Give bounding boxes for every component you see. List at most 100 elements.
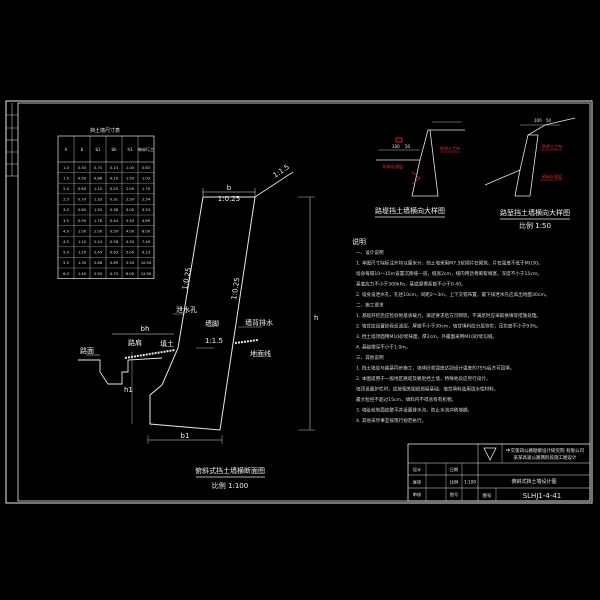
table-header: b	[81, 147, 84, 152]
note-line: 4. 其他未尽事宜按现行规范执行。	[356, 417, 426, 424]
table-cell: 1.78	[94, 219, 103, 223]
table-cell: 2.00	[126, 187, 135, 191]
red-note-1: 防渗土工布	[440, 145, 460, 151]
ground-hatch	[124, 339, 259, 359]
note-line: 3. 挡土墙顶面用M10砂浆抹面，厚2cm，外露面采用M10砂浆勾缝。	[356, 333, 497, 340]
table-cell: 0.31	[110, 198, 118, 202]
section-title: 俯斜式挡土墙横断面图	[195, 466, 265, 475]
table-cell: 1.50	[126, 176, 135, 180]
detail-right-dim2: 50	[546, 118, 552, 123]
dim-h-label: h	[314, 314, 318, 322]
title-block-cell: 图号	[450, 492, 458, 498]
table-cell: 2.23	[94, 240, 102, 244]
note-line: 墙顶设置护栏时，应按相关图纸预留基础，墙背填料选用透水性材料，	[356, 386, 498, 393]
drain-label: 泄水孔	[176, 305, 197, 314]
table-header: h1	[127, 147, 133, 152]
table-cell: 7.49	[142, 240, 151, 244]
table-cell: 0.13	[110, 166, 118, 170]
table-cell: 0.50	[78, 166, 87, 170]
drawing-label: 图号	[483, 493, 492, 499]
table-cell: 1.10	[94, 187, 103, 191]
table-cell: 5.50	[126, 261, 135, 265]
fill-slope-line	[254, 171, 294, 198]
detail-scale: 比例 1:50	[519, 221, 551, 230]
wall-face	[161, 196, 204, 386]
table-cell: 3.53	[142, 208, 150, 212]
table-cell: 3.0	[63, 208, 69, 212]
note-line: 1. 本图尺寸除标注外均以厘米计，挡土墙采用M7.5浆砌片石砌筑，片石强度不低于…	[356, 260, 542, 267]
detail-left-title: 路堤挡土墙横向大样图	[375, 206, 445, 215]
note-line: 三、其他说明	[356, 354, 384, 361]
table-grid	[57, 135, 155, 279]
note-line: 2. 本图适用于一般地区路堤及路堑挡土墙，特殊地段应另行设计。	[356, 375, 490, 382]
company-logo-icon	[483, 447, 497, 461]
note-line: 1. 基础开挖后应检验地基承载力，满足要求后方可砌筑，不满足时应采取换填等措施处…	[356, 312, 541, 319]
table-cell: 0.63	[110, 251, 118, 255]
title-block-cell: 比例	[450, 479, 458, 486]
ratio-top-label: 1:0.25	[218, 195, 240, 203]
table-cell: 6.00	[126, 272, 135, 276]
road-label: 路面	[80, 346, 94, 355]
dim-h1-label: h1	[124, 386, 133, 394]
foot-label: 墙脚	[205, 319, 219, 328]
note-line: 二、施工要求	[356, 302, 384, 309]
table-cell: 0.38	[110, 208, 119, 212]
note-line: 4. 基础埋深不小于1.0m。	[356, 344, 410, 351]
table-cell: 0.19	[110, 176, 119, 180]
table-cell: 1.33	[94, 198, 102, 202]
note-line: 基底应力不小于300kPa，基底摩擦系数不小于0.40。	[356, 281, 466, 288]
fill-label: 填土	[160, 339, 174, 348]
table-cell: 1.40	[78, 272, 87, 276]
table-cell: 4.00	[126, 229, 135, 233]
table-cell: 1.03	[142, 176, 150, 180]
table-cell: 2.45	[94, 251, 102, 255]
table-cell: 4.5	[63, 240, 69, 244]
company-name: 中交第四公路勘察设计研究院 有限公司	[506, 447, 584, 454]
table-cell: 2.68	[94, 261, 103, 265]
road-shoulder-outline	[78, 357, 163, 385]
red-note-3: 防渗土工布	[542, 143, 562, 149]
table-cell: 0.44	[110, 219, 119, 223]
table-cell: 1.70	[142, 187, 151, 191]
table-cell: 0.50	[110, 229, 119, 233]
dim-bh-label: bh	[141, 325, 150, 333]
drawing-number: SLHJ1-4-41	[523, 492, 562, 500]
backfill-label: 墙背排水	[245, 318, 273, 327]
table-cell: 1.10	[78, 240, 87, 244]
red-note-4: 砂砾反滤层	[542, 173, 562, 179]
table-cell: 5.00	[126, 251, 135, 255]
binding-strip	[6, 103, 18, 177]
slope-ratio-label: 1:1.5	[272, 163, 291, 180]
table-cell: 1.00	[126, 166, 135, 170]
table-cell: 0.75	[94, 166, 102, 170]
ground-label: 地面线	[250, 349, 271, 358]
table-cell: 5.0	[63, 251, 69, 255]
project-name: 某某高速公路两阶段施工图设计	[514, 454, 577, 461]
title-block-cell: 设计	[413, 466, 421, 473]
table-cell: 1.5	[63, 176, 69, 180]
title-block-frame	[407, 443, 591, 502]
table-cell: 1.00	[78, 229, 87, 233]
embankment-detail: 100 50 防渗土工布 砂砾反滤层 路堤挡土墙横向大样图	[375, 121, 465, 218]
table-cell: 9.13	[142, 251, 150, 255]
table-cell: 3.5	[63, 219, 69, 223]
table-header: 每米圬工	[138, 146, 154, 152]
table-cell: 2.54	[142, 198, 151, 202]
note-line: 3. 墙趾前地面应整平并设置排水沟，防止水流冲刷墙脚。	[356, 407, 472, 414]
detail-left-outline	[376, 129, 465, 161]
table-cell: 4.69	[142, 219, 151, 223]
table-cell: 2.90	[94, 272, 103, 276]
table-cell: 0.90	[78, 219, 87, 223]
retaining-wall-section: b 1:0.25 1:1.5 h 1:0.25 1:0.25 bh 1:1.5 …	[78, 163, 318, 490]
table-cell: 0.56	[110, 240, 119, 244]
table-cell: 3.00	[126, 208, 135, 212]
note-line: 2. 墙背应设置砂砾反滤层，厚度不小于30cm，墙背填料应分层夯实，压实度不小于…	[356, 323, 541, 330]
red-marker	[395, 137, 403, 143]
red-note-2: 砂砾反滤层	[383, 163, 403, 169]
table-cell: 4.0	[63, 229, 69, 233]
